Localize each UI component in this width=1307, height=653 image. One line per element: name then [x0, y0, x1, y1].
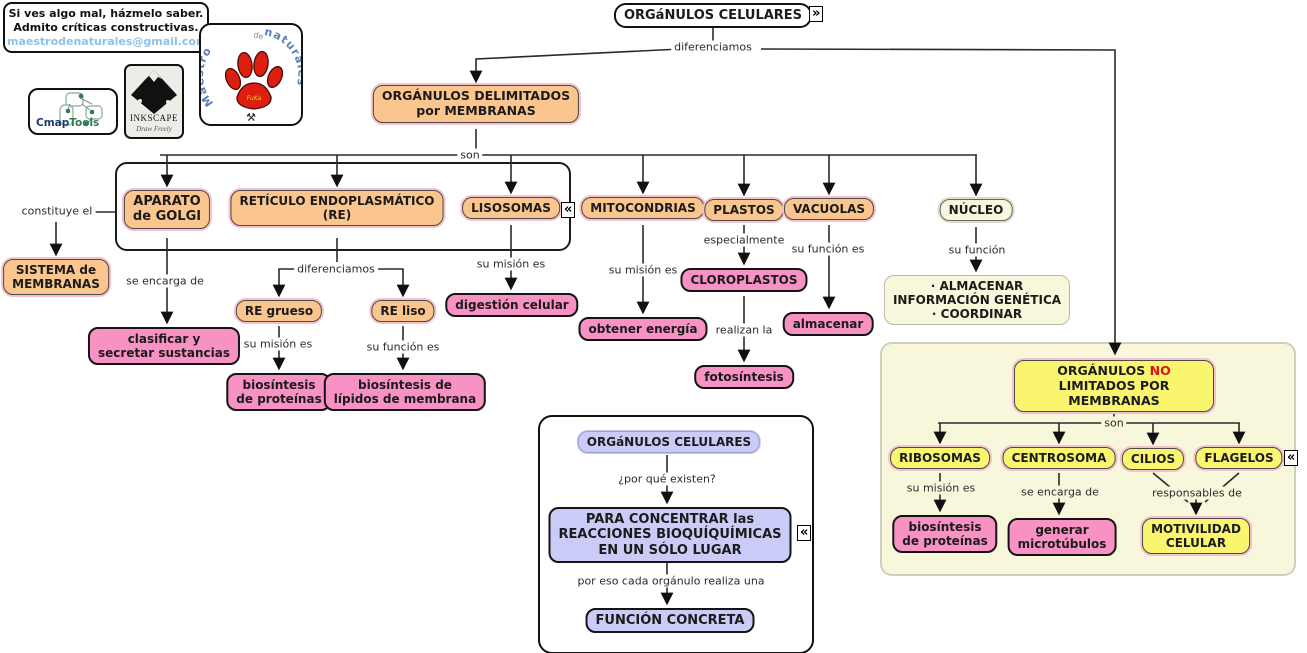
link-label-su-mision-ribosomas: su misión es — [903, 481, 979, 495]
expand-icon-root[interactable]: » — [809, 6, 824, 22]
node-clasificar-secretar[interactable]: clasificar y secretar sustancias — [87, 327, 241, 366]
collapse-icon-lisosomas[interactable]: « — [561, 202, 576, 218]
node-vacuolas[interactable]: VACUOLAS — [783, 198, 875, 221]
link-label-su-funcion-nucleo: su función — [945, 243, 1009, 257]
note-email: maestrodenaturales@gmail.com — [7, 34, 208, 48]
inkscape-tagline: Draw Freely — [136, 125, 172, 133]
node-lisosomas[interactable]: LISOSOMAS — [462, 197, 560, 220]
paw-pad-text: FuKa — [247, 95, 262, 102]
node-re-liso[interactable]: RE liso — [371, 300, 435, 323]
node-organulos-celulares-root[interactable]: ORGáNULOS CELULARES — [613, 3, 813, 29]
inkscape-wordmark: INKSCAPE — [129, 113, 178, 123]
node-nucleo-funcion[interactable]: · ALMACENAR INFORMACIÓN GENÉTICA · COORD… — [883, 275, 1071, 326]
link-label-su-funcion-liso: su función es — [363, 340, 443, 354]
node-delimitados-membranas[interactable]: ORGÁNULOS DELIMITADOS por MEMBRANAS — [372, 85, 580, 123]
no-limitados-prefix: ORGÁNULOS — [1057, 363, 1146, 378]
node-fotosintesis[interactable]: fotosíntesis — [694, 365, 794, 390]
paw-print-icon: Maestro de naturales FuKa ⚒ — [201, 25, 301, 124]
link-label-responsables-de: responsables de — [1149, 486, 1245, 500]
link-label-son-2: son — [1101, 416, 1127, 430]
node-almacenar[interactable]: almacenar — [782, 312, 874, 337]
note-line-1: Si ves algo mal, házmelo saber. — [8, 7, 204, 20]
inkscape-diamond-icon — [131, 70, 177, 114]
node-flagelos[interactable]: FLAGELOS — [1195, 447, 1283, 470]
link-label-su-mision-lisosomas: su misión es — [473, 257, 549, 271]
node-funcion-concreta[interactable]: FUNCIÓN CONCRETA — [585, 608, 755, 634]
link-label-son-1: son — [457, 148, 483, 162]
node-sistema-membranas[interactable]: SISTEMA de MEMBRANAS — [3, 259, 109, 296]
crossed-hammers-icon: ⚒ — [246, 111, 256, 124]
link-label-por-que-existen: ¿por qué existen? — [615, 472, 719, 486]
no-limitados-suffix: LIMITADOS POR MEMBRANAS — [1058, 377, 1170, 408]
maestro-naturales-logo: Maestro de naturales FuKa ⚒ — [199, 23, 303, 126]
node-re-grueso[interactable]: RE grueso — [235, 300, 323, 323]
node-centrosoma[interactable]: CENTROSOMA — [1002, 447, 1116, 470]
author-note: Si ves algo mal, házmelo saber. Admito c… — [3, 2, 209, 54]
node-digestion-celular[interactable]: digestión celular — [445, 293, 579, 318]
node-biosintesis-proteinas-ribosomas[interactable]: biosíntesis de proteínas — [892, 515, 998, 554]
link-label-su-mision-mitocondrias: su misión es — [605, 263, 681, 277]
link-label-se-encarga-golgi: se encarga de — [123, 274, 207, 288]
link-label-por-eso: por eso cada orgánulo realiza una — [574, 574, 768, 588]
cmaptools-wordmark: CmapTools — [36, 117, 99, 129]
node-generar-microtubulos[interactable]: generar microtúbulos — [1007, 518, 1117, 557]
link-label-diferenciamos-2: diferenciamos — [294, 262, 378, 276]
no-limitados-no: NO — [1149, 363, 1171, 378]
link-label-diferenciamos-1: diferenciamos — [671, 40, 755, 54]
link-label-su-mision-grueso: su misión es — [240, 337, 316, 351]
node-reticulo-endoplasmatico[interactable]: RETÍCULO ENDOPLASMÁTICO (RE) — [230, 190, 444, 227]
link-label-realizan-la: realizan la — [712, 323, 776, 337]
inkscape-logo: INKSCAPE Draw Freely — [124, 64, 184, 139]
link-label-se-encarga-centrosoma: se encarga de — [1018, 485, 1102, 499]
link-label-su-funcion-vacuolas: su función es — [788, 242, 868, 256]
node-plastos[interactable]: PLASTOS — [704, 199, 784, 222]
node-mitocondrias[interactable]: MITOCONDRIAS — [581, 197, 705, 220]
note-line-2: Admito críticas constructivas. — [13, 20, 199, 34]
node-nucleo[interactable]: NÚCLEO — [939, 199, 1013, 222]
node-aparato-golgi[interactable]: APARATO de GOLGI — [123, 190, 211, 229]
svg-text:Maestro: Maestro — [201, 44, 216, 109]
link-label-especialmente: especialmente — [700, 233, 788, 247]
node-cloroplastos[interactable]: CLOROPLASTOS — [680, 268, 808, 293]
node-cilios[interactable]: CILIOS — [1121, 448, 1185, 471]
collapse-icon-para-concentrar[interactable]: « — [797, 525, 812, 541]
cmaptools-diagram-icon — [59, 92, 103, 127]
paw-arc-left-text: Maestro — [201, 44, 215, 109]
node-organulos-celulares-2[interactable]: ORGáNULOS CELULARES — [577, 431, 761, 454]
cmaptools-logo: CmapTools — [28, 88, 118, 135]
cmaptools-word-cmap: Cmap — [36, 117, 70, 129]
link-label-constituye-el: constituye el — [18, 204, 96, 218]
node-para-concentrar[interactable]: PARA CONCENTRAR las REACCIONES BIOQUÍQUÍ… — [548, 507, 792, 563]
node-biosintesis-lipidos[interactable]: biosíntesis de lípidos de membrana — [323, 373, 487, 412]
cmaptools-word-tools: Tools — [69, 117, 100, 129]
node-motivilidad-celular[interactable]: MOTIVILIDAD CELULAR — [1142, 518, 1250, 555]
node-obtener-energia[interactable]: obtener energía — [578, 317, 708, 342]
node-biosintesis-proteinas[interactable]: biosíntesis de proteínas — [226, 373, 332, 412]
node-ribosomas[interactable]: RIBOSOMAS — [890, 447, 990, 470]
paw-arc-top-text: de — [253, 30, 265, 41]
collapse-icon-flagelos[interactable]: « — [1284, 450, 1299, 466]
node-no-limitados-membranas[interactable]: ORGÁNULOS NO LIMITADOS POR MEMBRANAS — [1014, 360, 1214, 413]
